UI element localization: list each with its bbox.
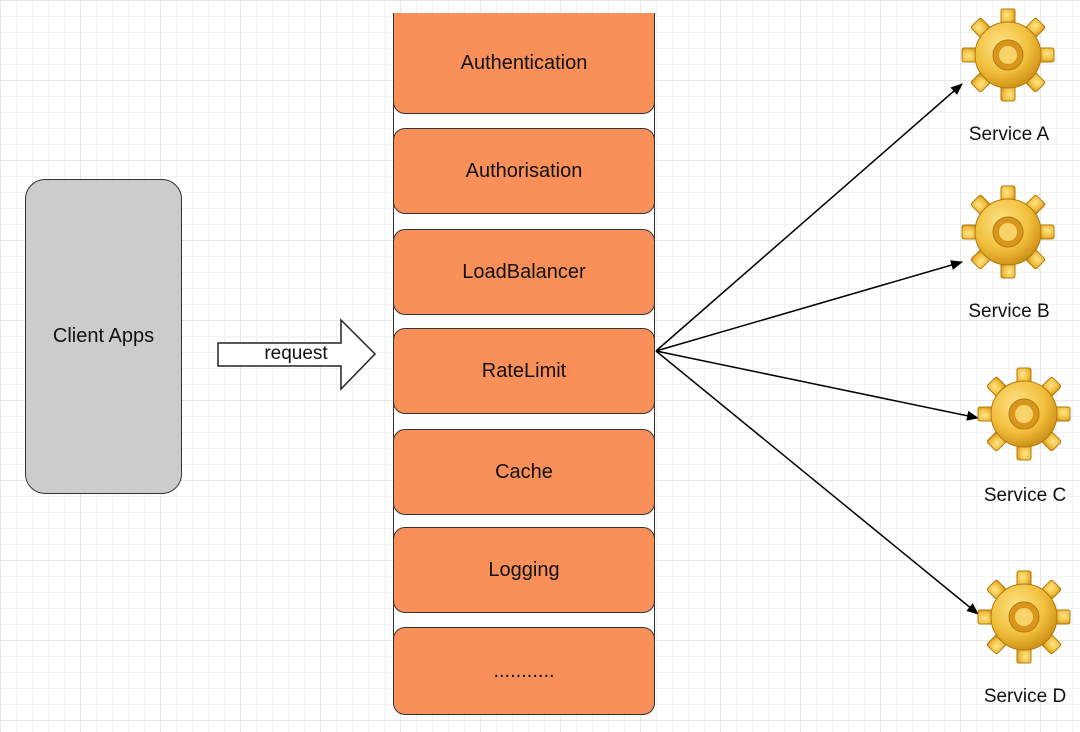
layer-ratelimit: RateLimit: [393, 328, 655, 414]
layer-label: Authentication: [460, 51, 588, 74]
connector-service-c: [655, 350, 979, 421]
service-b-label: Service B: [968, 301, 1050, 322]
client-apps-box: Client Apps: [25, 179, 182, 494]
layer-cache: Cache: [393, 429, 655, 515]
layer-label: Cache: [495, 460, 553, 483]
layer-authentication: Authentication: [393, 13, 655, 114]
request-label: request: [264, 343, 328, 364]
layer-authorisation: Authorisation: [393, 128, 655, 214]
layer-label: LoadBalancer: [462, 260, 586, 283]
service-a-label: Service A: [968, 124, 1050, 145]
layer-label: RateLimit: [481, 359, 567, 382]
service-d-label: Service D: [983, 686, 1067, 707]
layer-loadbalancer: LoadBalancer: [393, 229, 655, 315]
layer-logging: Logging: [393, 527, 655, 613]
client-apps-label: Client Apps: [52, 325, 155, 347]
service-a-gear-icon: [961, 8, 1055, 102]
connector-service-a: [655, 83, 963, 352]
service-c-gear-icon: [977, 367, 1071, 461]
layer-label: ...........: [493, 659, 555, 682]
request-arrow: [217, 318, 377, 391]
service-d-gear-icon: [977, 570, 1071, 664]
layer-label: Logging: [488, 558, 560, 581]
layer-label: Authorisation: [465, 159, 583, 182]
service-c-label: Service C: [983, 485, 1067, 506]
connector-service-b: [655, 260, 963, 352]
layer-more: ...........: [393, 627, 655, 715]
service-b-gear-icon: [961, 185, 1055, 279]
connector-service-d: [655, 350, 979, 615]
